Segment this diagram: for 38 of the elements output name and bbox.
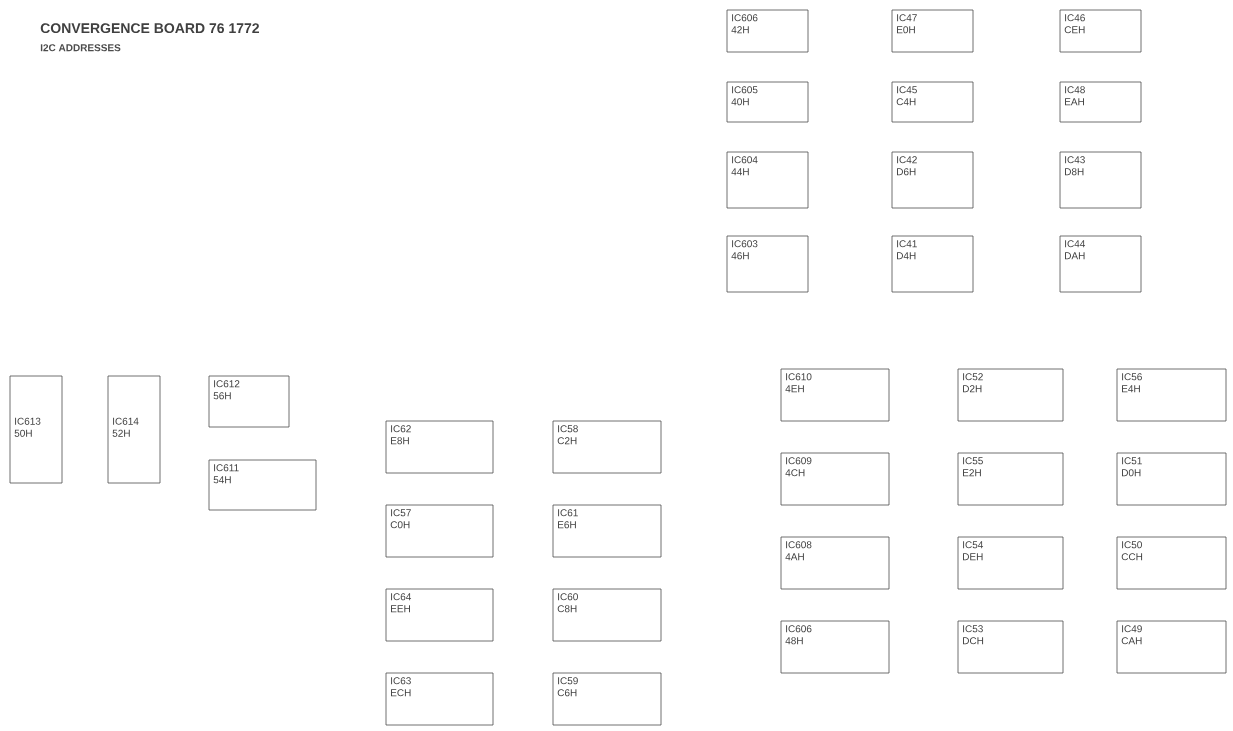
- chip-box: IC43 D8H: [1059, 151, 1142, 209]
- chip-box: IC42 D6H: [891, 151, 974, 209]
- chip-box: IC59 C6H: [552, 672, 662, 726]
- chip-box: IC605 40H: [726, 81, 809, 123]
- chip-box: IC55 E2H: [957, 452, 1064, 506]
- chip-box: IC58 C2H: [552, 420, 662, 474]
- subtitle: I2C ADDRESSES: [40, 44, 121, 52]
- chip-box: IC54 DEH: [957, 536, 1064, 590]
- chip-box: IC606 48H: [780, 620, 890, 674]
- chip-box: IC48 EAH: [1059, 81, 1142, 123]
- chip-box: IC41 D4H: [891, 235, 974, 293]
- chip-box: IC603 46H: [726, 235, 809, 293]
- chip-box: IC610 4EH: [780, 368, 890, 422]
- chip-box: IC613 50H: [9, 375, 63, 484]
- chip-box: IC61 E6H: [552, 504, 662, 558]
- chip-box: IC60 C8H: [552, 588, 662, 642]
- chip-box: IC614 52H: [107, 375, 161, 484]
- title: CONVERGENCE BOARD 76 1772: [40, 23, 259, 34]
- chip-box: IC51 D0H: [1116, 452, 1227, 506]
- chip-box: IC50 CCH: [1116, 536, 1227, 590]
- chip-box: IC608 4AH: [780, 536, 890, 590]
- chip-box: IC64 EEH: [385, 588, 494, 642]
- chip-box: IC56 E4H: [1116, 368, 1227, 422]
- chip-box: IC52 D2H: [957, 368, 1064, 422]
- chip-box: IC47 E0H: [891, 9, 974, 53]
- chip-box: IC609 4CH: [780, 452, 890, 506]
- chip-box: IC57 C0H: [385, 504, 494, 558]
- chip-box: IC62 E8H: [385, 420, 494, 474]
- chip-box: IC53 DCH: [957, 620, 1064, 674]
- chip-box: IC612 56H: [208, 375, 290, 428]
- chip-box: IC45 C4H: [891, 81, 974, 123]
- chip-box: IC46 CEH: [1059, 9, 1142, 53]
- chip-box: IC49 CAH: [1116, 620, 1227, 674]
- chip-box: IC604 44H: [726, 151, 809, 209]
- chip-box: IC611 54H: [208, 459, 317, 511]
- chip-box: IC606 42H: [726, 9, 809, 53]
- chip-box: IC63 ECH: [385, 672, 494, 726]
- chip-box: IC44 DAH: [1059, 235, 1142, 293]
